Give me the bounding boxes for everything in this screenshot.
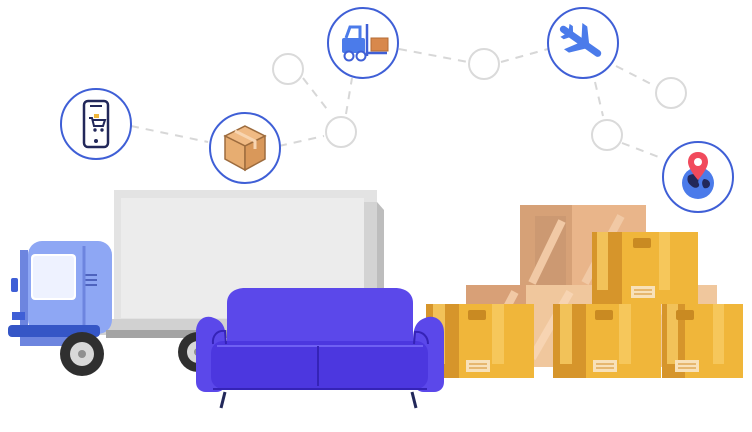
network-node xyxy=(325,116,357,148)
airplane-icon xyxy=(547,7,619,79)
network-node xyxy=(655,77,687,109)
network-node xyxy=(468,48,500,80)
phone-shopping-cart-icon xyxy=(60,88,132,160)
sofa xyxy=(196,288,444,409)
cardboard-box-icon xyxy=(209,112,281,184)
network-node xyxy=(272,53,304,85)
network-nodes xyxy=(272,48,687,151)
network-connectors xyxy=(130,48,665,160)
forklift-icon xyxy=(327,7,399,79)
globe-location-pin-icon xyxy=(662,141,734,213)
network-node xyxy=(591,119,623,151)
